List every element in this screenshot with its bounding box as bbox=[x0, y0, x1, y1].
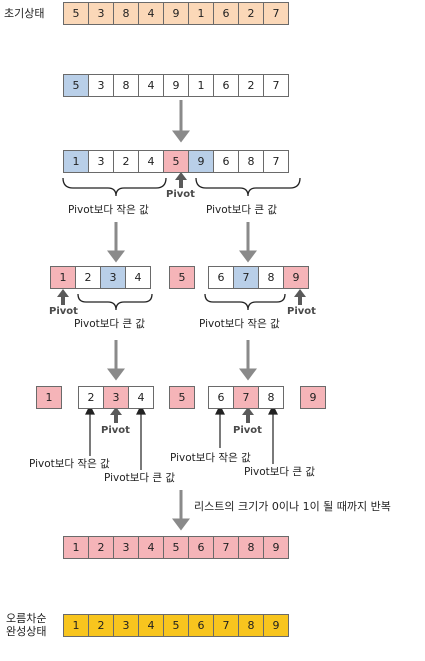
array-cell: 4 bbox=[138, 150, 164, 173]
step3-mid-array: 5 bbox=[169, 266, 195, 289]
smaller-label: Pivot보다 작은 값 bbox=[68, 204, 149, 216]
array-cell: 5 bbox=[163, 536, 189, 559]
pivot-arrows bbox=[57, 172, 306, 423]
array-cell: 3 bbox=[100, 266, 126, 289]
array-cell: 4 bbox=[138, 614, 164, 637]
array-cell: 4 bbox=[128, 386, 154, 409]
array-cell: 3 bbox=[88, 2, 114, 25]
step3-right-array: 6 7 8 9 bbox=[208, 266, 309, 289]
array-cell: 9 bbox=[263, 614, 289, 637]
array-cell: 4 bbox=[138, 536, 164, 559]
array-cell: 9 bbox=[300, 386, 326, 409]
array-cell: 3 bbox=[88, 150, 114, 173]
array-cell-pivot: 7 bbox=[233, 386, 259, 409]
array-cell: 8 bbox=[113, 2, 139, 25]
array-cell: 8 bbox=[238, 150, 264, 173]
array-cell-pivot-candidate: 5 bbox=[63, 74, 89, 97]
array-cell: 1 bbox=[36, 386, 62, 409]
flow-arrows bbox=[107, 100, 257, 531]
smaller-label: Pivot보다 작은 값 bbox=[29, 458, 110, 470]
array-cell: 1 bbox=[188, 74, 214, 97]
final-state-label-line2: 완성상태 bbox=[6, 625, 47, 638]
array-cell: 4 bbox=[138, 74, 164, 97]
array-cell: 6 bbox=[213, 150, 239, 173]
array-cell: 5 bbox=[169, 386, 195, 409]
array-cell: 6 bbox=[208, 266, 234, 289]
array-cell: 7 bbox=[263, 150, 289, 173]
step3-left-array: 1 2 3 4 bbox=[50, 266, 151, 289]
array-cell: 5 bbox=[163, 614, 189, 637]
pointer-arrows bbox=[85, 404, 278, 470]
array-cell: 4 bbox=[125, 266, 151, 289]
array-cell: 8 bbox=[238, 614, 264, 637]
braces bbox=[62, 177, 301, 311]
array-cell: 2 bbox=[88, 614, 114, 637]
array-cell: 8 bbox=[258, 266, 284, 289]
array-cell: 3 bbox=[113, 536, 139, 559]
array-cell: 1 bbox=[63, 536, 89, 559]
array-cell: 6 bbox=[213, 74, 239, 97]
array-cell: 3 bbox=[113, 614, 139, 637]
array-cell: 2 bbox=[75, 266, 101, 289]
array-cell: 1 bbox=[63, 150, 89, 173]
pivot-label: Pivot bbox=[287, 306, 316, 317]
array-cell: 9 bbox=[263, 536, 289, 559]
array-cell: 9 bbox=[163, 2, 189, 25]
array-cell: 6 bbox=[213, 2, 239, 25]
step4-a-array: 1 bbox=[36, 386, 62, 409]
array-cell-pivot: 5 bbox=[169, 266, 195, 289]
array-cell: 8 bbox=[238, 536, 264, 559]
array-cell: 6 bbox=[188, 614, 214, 637]
array-cell: 7 bbox=[263, 2, 289, 25]
pivot-label: Pivot bbox=[101, 425, 130, 436]
array-cell: 1 bbox=[188, 2, 214, 25]
larger-label: Pivot보다 큰 값 bbox=[244, 466, 316, 478]
step1-array: 5 3 8 4 9 1 6 2 7 bbox=[63, 74, 289, 97]
larger-label: Pivot보다 큰 값 bbox=[206, 204, 278, 216]
array-cell-pivot: 3 bbox=[103, 386, 129, 409]
final-array: 1 2 3 4 5 6 7 8 9 bbox=[63, 614, 289, 637]
smaller-label: Pivot보다 작은 값 bbox=[170, 452, 251, 464]
array-cell: 8 bbox=[113, 74, 139, 97]
larger-label: Pivot보다 큰 값 bbox=[104, 472, 176, 484]
smaller-label: Pivot보다 작은 값 bbox=[199, 318, 280, 330]
repeat-note: 리스트의 크기가 0이나 1이 될 때까지 반복 bbox=[194, 500, 391, 513]
array-cell: 8 bbox=[258, 386, 284, 409]
array-cell: 5 bbox=[63, 2, 89, 25]
array-cell: 7 bbox=[213, 614, 239, 637]
array-cell: 7 bbox=[233, 266, 259, 289]
array-cell: 7 bbox=[213, 536, 239, 559]
array-cell: 2 bbox=[238, 2, 264, 25]
array-cell: 4 bbox=[138, 2, 164, 25]
step4-c-array: 5 bbox=[169, 386, 195, 409]
array-cell: 2 bbox=[78, 386, 104, 409]
initial-array: 5 3 8 4 9 1 6 2 7 bbox=[63, 2, 289, 25]
array-cell: 3 bbox=[88, 74, 114, 97]
final-state-label: 오름차순 완성상태 bbox=[6, 612, 46, 638]
array-cell: 6 bbox=[188, 536, 214, 559]
final-state-label-line1: 오름차순 bbox=[6, 612, 47, 625]
initial-state-label: 초기상태 bbox=[4, 7, 45, 20]
array-cell: 2 bbox=[238, 74, 264, 97]
step4-b-array: 2 3 4 bbox=[78, 386, 154, 409]
array-cell-pivot: 1 bbox=[50, 266, 76, 289]
array-cell-pivot: 5 bbox=[163, 150, 189, 173]
step2-array: 1 3 2 4 5 9 6 8 7 bbox=[63, 150, 289, 173]
larger-label: Pivot보다 큰 값 bbox=[74, 318, 146, 330]
array-cell: 1 bbox=[63, 614, 89, 637]
pivot-label: Pivot bbox=[49, 306, 78, 317]
pivot-label: Pivot bbox=[233, 425, 262, 436]
array-cell: 6 bbox=[208, 386, 234, 409]
array-cell: 9 bbox=[188, 150, 214, 173]
pivot-label: Pivot bbox=[166, 189, 195, 200]
array-cell: 2 bbox=[88, 536, 114, 559]
array-cell-pivot: 9 bbox=[283, 266, 309, 289]
array-cell: 9 bbox=[163, 74, 189, 97]
step4-d-array: 6 7 8 bbox=[208, 386, 284, 409]
step4-e-array: 9 bbox=[300, 386, 326, 409]
sorted-array: 1 2 3 4 5 6 7 8 9 bbox=[63, 536, 289, 559]
array-cell: 2 bbox=[113, 150, 139, 173]
array-cell: 7 bbox=[263, 74, 289, 97]
